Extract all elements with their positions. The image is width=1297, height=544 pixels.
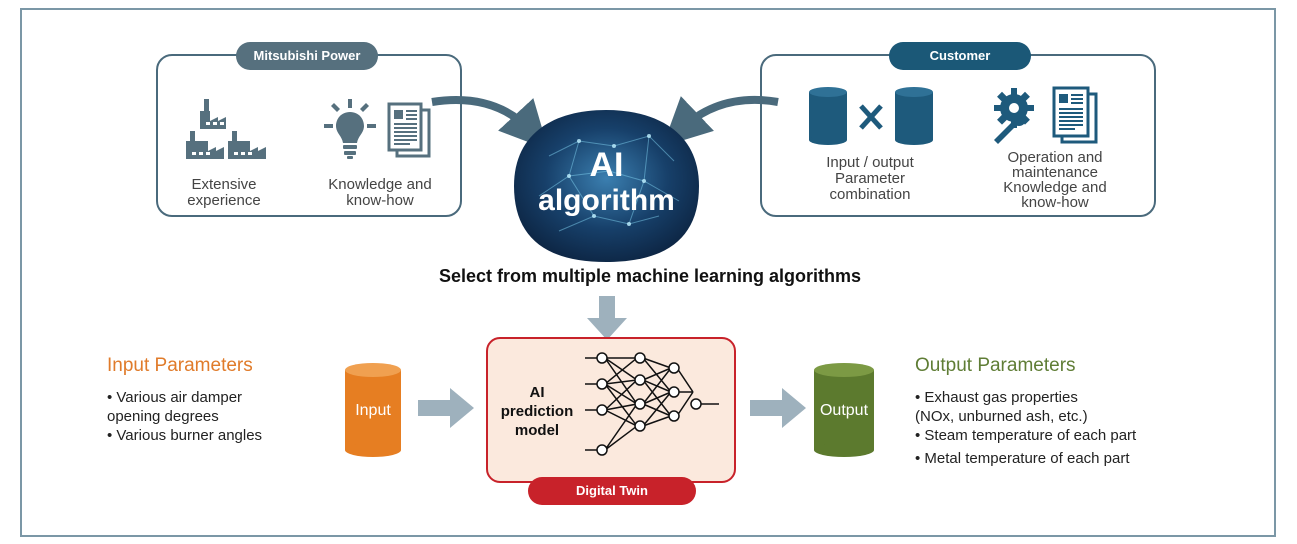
label-line: Parameter — [834, 170, 906, 187]
output-cylinder-label: Output — [819, 402, 869, 419]
input-parameters-heading: Input Parameters — [107, 355, 253, 376]
ai-title-line2: algorithm — [538, 184, 675, 217]
label-line: maintenance — [1012, 164, 1098, 181]
label-line: Operation and — [1007, 149, 1103, 166]
list-item: • Steam temperature of each part — [915, 427, 1137, 444]
arrow-icon — [750, 388, 806, 428]
input-parameters-list: • Various air damper opening degrees • V… — [107, 388, 317, 445]
arrow-icon — [662, 95, 779, 147]
digital-twin-badge: Digital Twin — [528, 477, 696, 505]
output-cylinder — [814, 363, 874, 457]
label-line: know-how — [1021, 194, 1089, 211]
input-cylinder-label: Input — [355, 402, 391, 419]
algorithm-caption: Select from multiple machine learning al… — [438, 266, 862, 286]
model-label-line: prediction — [500, 403, 574, 420]
label-line: know-how — [346, 192, 414, 209]
customer-title: Customer — [889, 42, 1031, 70]
ai-prediction-model-label: AI prediction model — [492, 383, 582, 440]
gear-wrench-icon — [994, 86, 1098, 144]
list-item: • Various air damper — [107, 389, 243, 406]
model-label-line: model — [514, 422, 560, 439]
output-parameters-heading: Output Parameters — [915, 355, 1076, 376]
multiply-icon — [859, 104, 883, 130]
input-cylinder — [345, 363, 401, 457]
list-item: • Metal temperature of each part — [915, 450, 1130, 467]
neural-network-icon — [585, 352, 719, 456]
output-parameters-list: • Exhaust gas properties (NOx, unburned … — [915, 388, 1215, 468]
factory-icon — [186, 99, 266, 159]
list-item: opening degrees — [107, 408, 219, 425]
list-item: (NOx, unburned ash, etc.) — [915, 408, 1088, 425]
ai-title-line1: AI — [589, 146, 624, 184]
input-output-combination-label: Input / output Parameter combination — [790, 155, 950, 203]
label-line: experience — [187, 192, 261, 209]
database-icon — [809, 87, 933, 145]
arrow-icon — [418, 388, 474, 428]
ai-algorithm-blob — [514, 110, 699, 262]
arrow-icon — [587, 296, 627, 340]
label-line: combination — [829, 186, 911, 203]
mitsubishi-power-title: Mitsubishi Power — [236, 42, 378, 70]
label-line: Input / output — [826, 154, 914, 171]
label-line: Extensive — [191, 176, 257, 193]
extensive-experience-label: Extensive experience — [168, 177, 280, 209]
arrow-icon — [431, 96, 549, 150]
ai-algorithm-title: AI algorithm — [509, 146, 704, 218]
operation-maintenance-label: Operation and maintenance Knowledge and … — [975, 150, 1135, 210]
list-item: • Various burner angles — [107, 427, 263, 444]
knowledge-knowhow-label: Knowledge and know-how — [310, 177, 450, 209]
document-icon — [387, 102, 431, 158]
label-line: Knowledge and — [328, 176, 432, 193]
label-line: Knowledge and — [1003, 179, 1107, 196]
list-item: • Exhaust gas properties — [915, 389, 1078, 406]
model-label-line: AI — [529, 384, 545, 401]
lightbulb-icon — [324, 99, 376, 159]
